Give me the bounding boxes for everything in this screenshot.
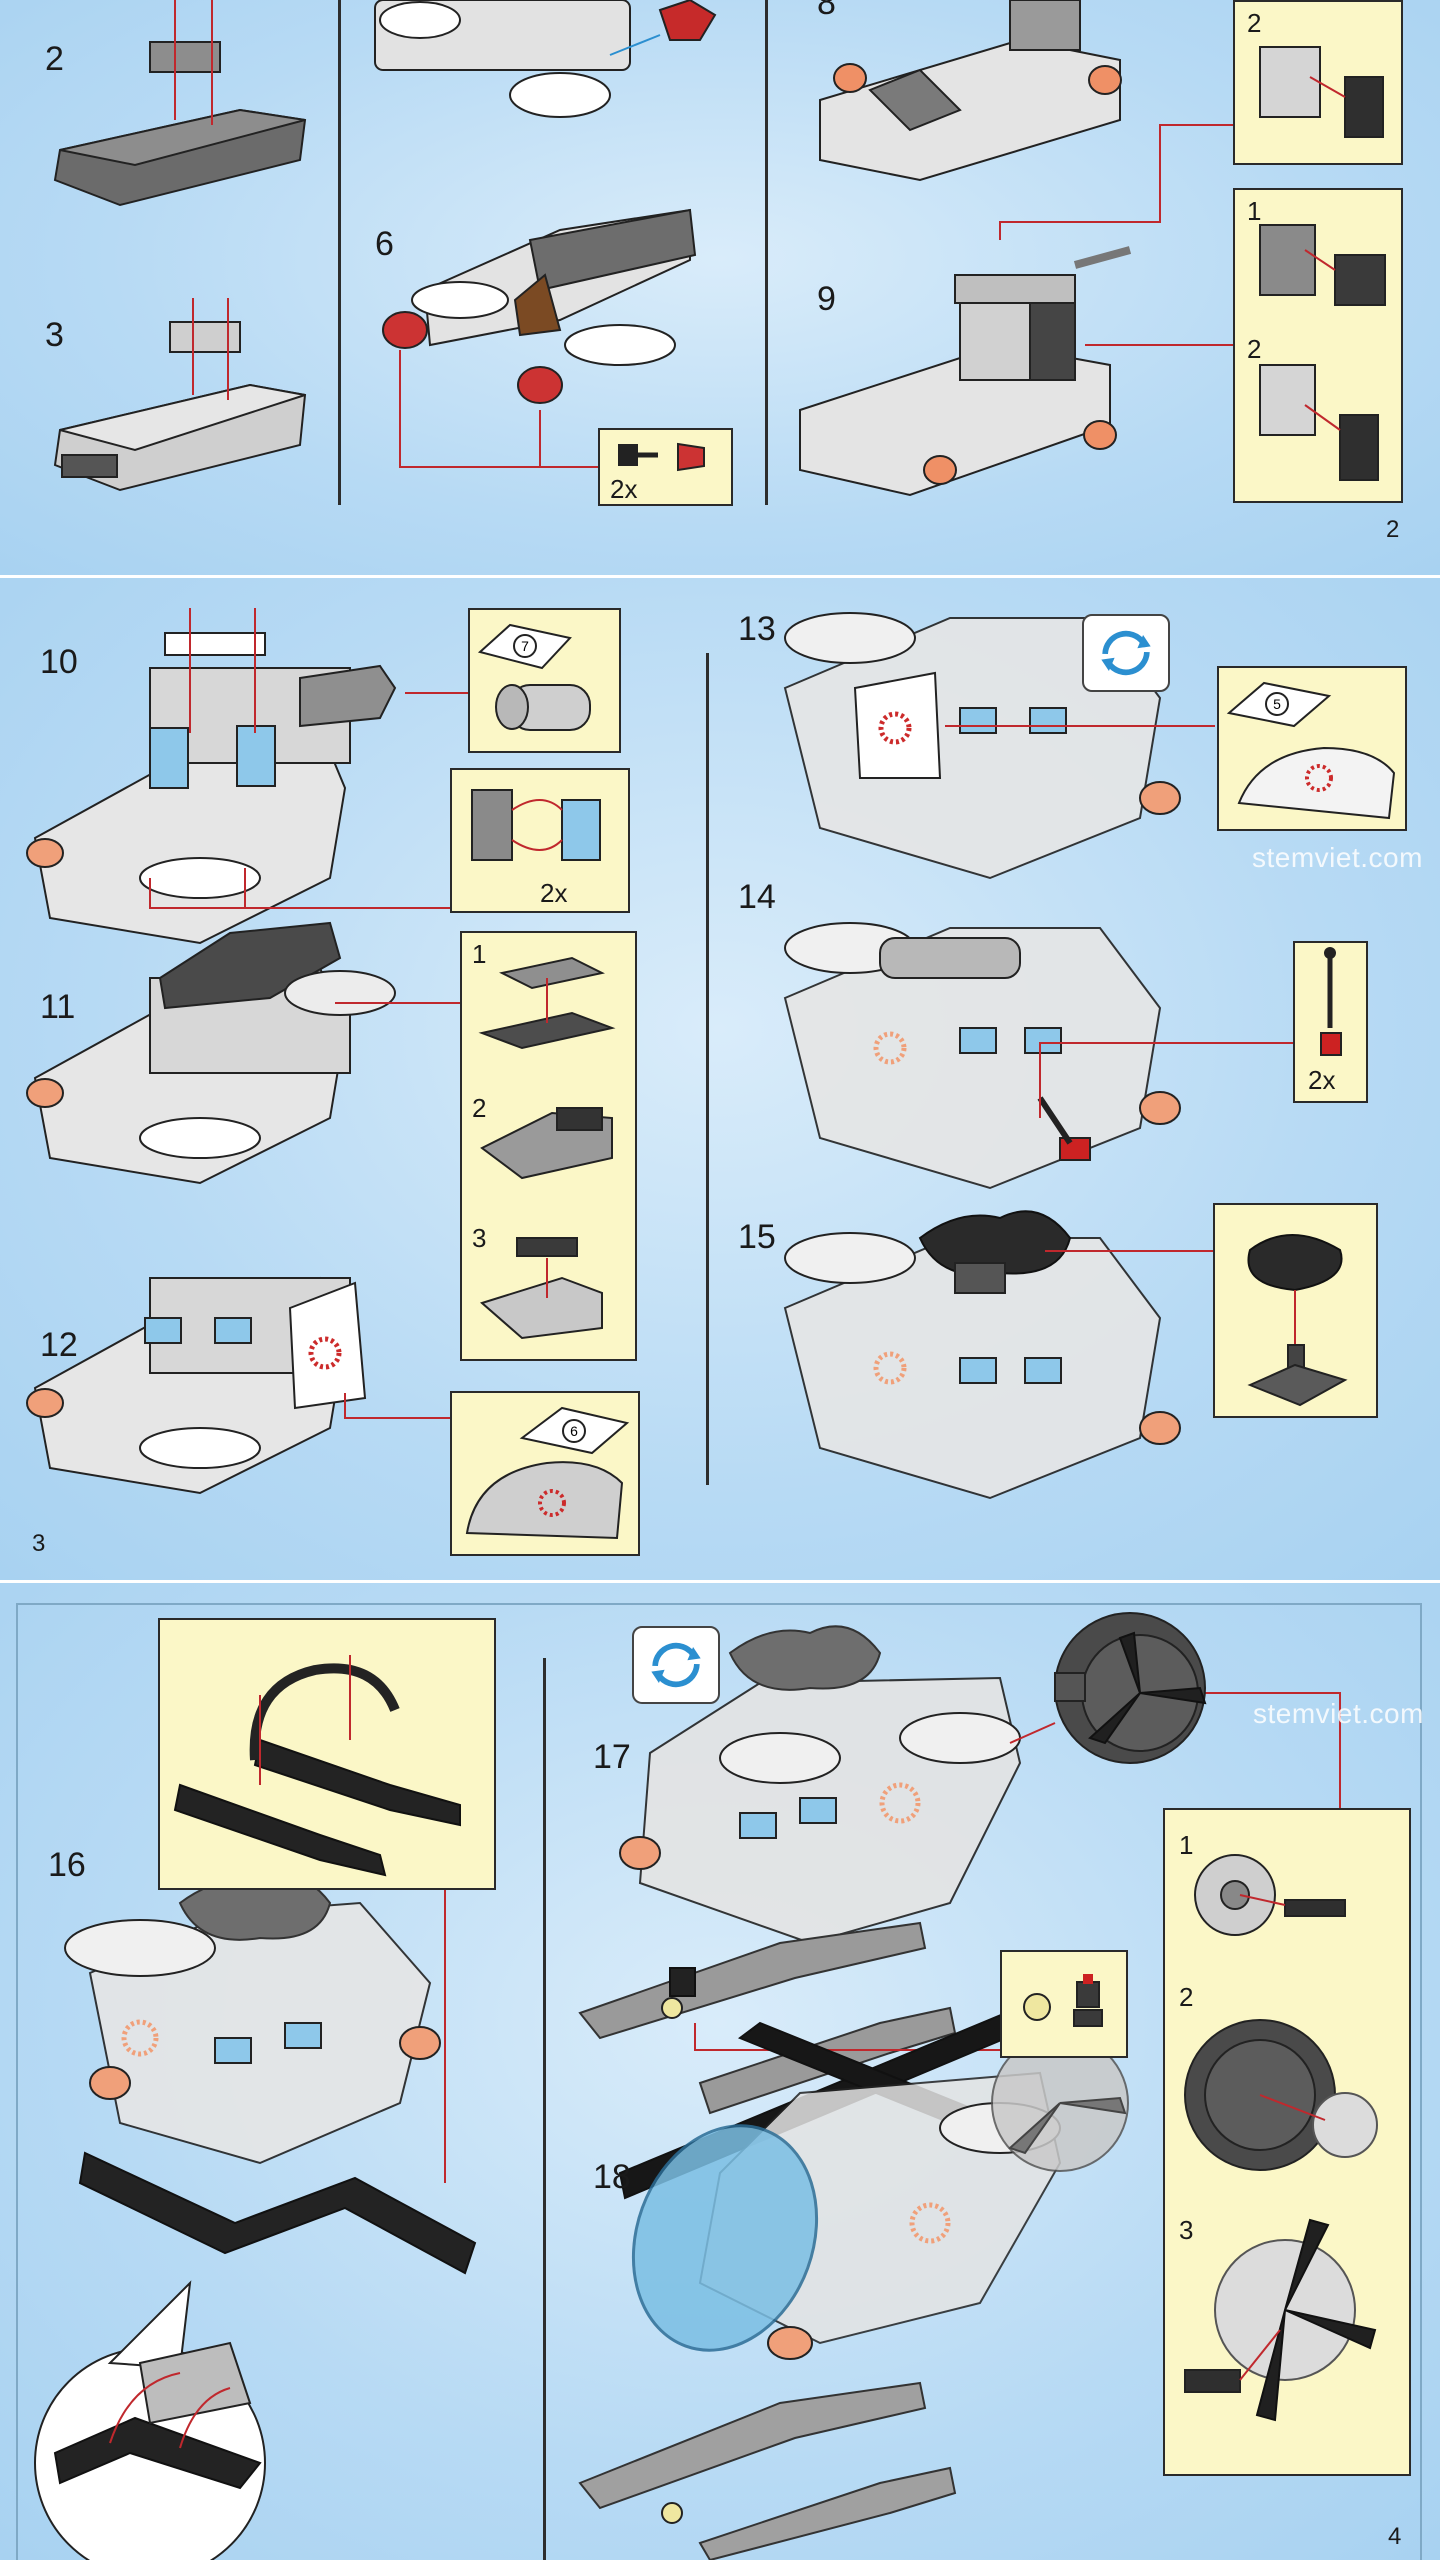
- step-8-build: [819, 0, 1122, 182]
- page-number: 3: [32, 1530, 46, 1557]
- step-14-build: [783, 922, 1320, 1190]
- step-number: 2: [45, 40, 64, 78]
- sticker-number: 6: [570, 1423, 578, 1439]
- step-12-sticker-callout: 6: [450, 1391, 640, 1556]
- sticker-part-icon: 7: [477, 623, 591, 731]
- step-9-build: [799, 124, 1235, 497]
- page-separator: [0, 575, 1440, 578]
- rotate-arrows: [1101, 630, 1151, 676]
- column-divider: [765, 0, 768, 505]
- page-3: 10 11 12 13 14 15 7 2x 1 2 3: [0, 578, 1440, 1580]
- sub-step-number: 1: [1247, 196, 1262, 226]
- step-number: 6: [375, 225, 394, 263]
- step-10-build: [26, 608, 470, 945]
- part-count-label: 2x: [1308, 1065, 1336, 1095]
- step-10-window-callout: 2x: [450, 768, 630, 913]
- step-16-skid-callout: [158, 1618, 496, 1890]
- bracket-parts-icon: [1259, 46, 1384, 138]
- axle-pin-icon: [618, 442, 705, 472]
- page-4-illustrations: [34, 1612, 1341, 2560]
- sub-step-number: 1: [472, 939, 487, 969]
- step-13-build: [783, 612, 1215, 880]
- step-number: 16: [48, 1846, 86, 1884]
- part-count-label: 2x: [610, 474, 638, 504]
- page-number: 2: [1386, 516, 1400, 543]
- step-5-build: [374, 0, 717, 118]
- propeller-parts-icon: [1184, 1854, 1378, 2422]
- step-17-build: [578, 1612, 1341, 2115]
- page-number: 4: [1388, 2523, 1402, 2550]
- step-number: 17: [593, 1738, 631, 1776]
- sticker-number: 5: [1273, 696, 1281, 712]
- step-15-build: [783, 1210, 1215, 1500]
- light-part-icon: [1023, 1974, 1103, 2027]
- step-6-parts-callout: 2x: [598, 428, 733, 506]
- step-15-parts-callout: [1213, 1203, 1378, 1418]
- step-number: 3: [45, 316, 64, 354]
- roof-parts-icon: [478, 956, 616, 1340]
- sticker-part-icon: 5: [1226, 681, 1396, 820]
- step-6-build: [382, 208, 697, 468]
- sub-step-number: 3: [1179, 2215, 1194, 2245]
- step-number: 9: [817, 280, 836, 318]
- step-8-parts-callout: 2: [1233, 0, 1403, 165]
- lever-part-icon: [1320, 947, 1342, 1056]
- step-number: 18: [593, 2158, 631, 2196]
- page-separator: [0, 1580, 1440, 1583]
- step-number: 13: [738, 610, 776, 648]
- rotate-model-icon: [632, 1626, 720, 1704]
- step-14-parts-callout: 2x: [1293, 941, 1368, 1103]
- column-divider: [706, 653, 709, 1485]
- sub-step-number: 3: [472, 1223, 487, 1253]
- rotor-hub-part-icon: [1247, 1234, 1348, 1407]
- part-count-label: 2x: [540, 878, 568, 908]
- page-4: 1 2 3 16 17 18 stemviet.com 4: [0, 1583, 1440, 2560]
- step-13-sticker-callout: 5: [1217, 666, 1407, 831]
- column-divider: [338, 0, 341, 505]
- step-17-light-callout: [1000, 1950, 1128, 2058]
- window-part-icon: [471, 789, 601, 861]
- page-2: 2 3 6 9 8 2x 2 1 2 2: [0, 0, 1440, 575]
- landing-skid-part-icon: [173, 1655, 461, 1877]
- step-number: 12: [40, 1326, 78, 1364]
- step-3-hull: [53, 298, 307, 492]
- step-12-build: [26, 1276, 450, 1495]
- step-number: 8: [817, 0, 836, 22]
- step-17-propeller-callout: 1 2 3: [1163, 1808, 1411, 2476]
- step-number: 15: [738, 1218, 776, 1256]
- step-2-hull: [53, 0, 307, 207]
- step-9-parts-callout: 1 2: [1233, 188, 1403, 503]
- page-2-illustrations: [53, 0, 1235, 497]
- sub-step-number: 2: [1247, 8, 1262, 38]
- sub-step-number: 2: [1247, 334, 1262, 364]
- bracket-parts-icon: [1259, 224, 1386, 481]
- step-number: 14: [738, 878, 776, 916]
- sticker-part-icon: 6: [465, 1406, 630, 1540]
- step-11-parts-callout: 1 2 3: [460, 931, 637, 1361]
- watermark: stemviet.com: [1252, 842, 1423, 873]
- page-3-illustrations: [26, 608, 1320, 1500]
- sub-step-number: 2: [1179, 1982, 1194, 2012]
- page-border: [16, 1603, 1422, 2560]
- step-number: 10: [40, 643, 78, 681]
- step-16-build: [34, 1747, 477, 2560]
- sub-step-number: 2: [472, 1093, 487, 1123]
- step-11-build: [26, 921, 460, 1185]
- rotate-model-icon: [1082, 614, 1170, 692]
- step-18-build: [578, 2001, 1129, 2560]
- sticker-number: 7: [521, 638, 529, 654]
- rotate-arrows: [651, 1642, 701, 1688]
- step-number: 11: [40, 988, 76, 1026]
- column-divider: [543, 1658, 546, 2560]
- watermark: stemviet.com: [1253, 1698, 1424, 1729]
- sub-step-number: 1: [1179, 1830, 1194, 1860]
- step-10-sticker-callout: 7: [468, 608, 621, 753]
